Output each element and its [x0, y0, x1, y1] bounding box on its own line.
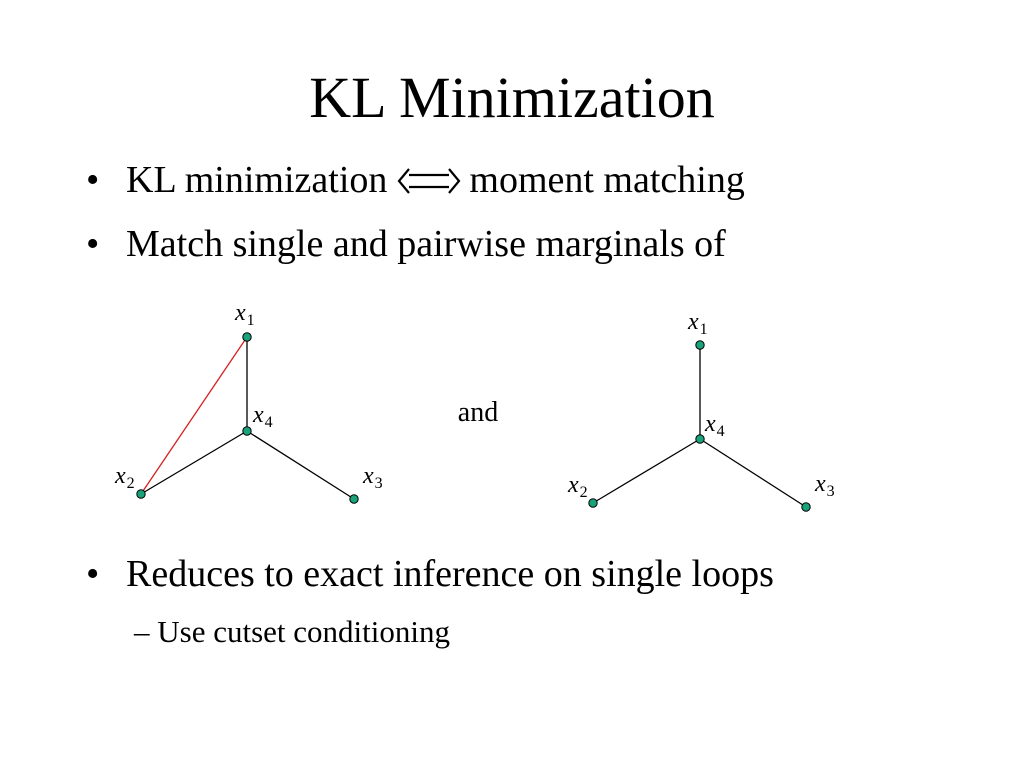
edge-x4-x3 [246, 430, 355, 500]
node-x4 [242, 426, 252, 436]
node-label-sub: 4 [265, 414, 273, 431]
node-label-var: x [234, 300, 246, 326]
node-x2 [588, 498, 598, 508]
node-label-x1: x1 [687, 309, 708, 338]
node-x1 [242, 332, 252, 342]
bullet-marker: • [86, 553, 100, 595]
bullet-marker: • [86, 159, 100, 201]
bullet-text: Reduces to exact inference on single loo… [126, 553, 774, 595]
edge-x4-x3 [699, 438, 807, 508]
edge-x4-x2 [140, 430, 248, 495]
node-x2 [136, 489, 146, 499]
sub-bullet-cutset-conditioning: – Use cutset conditioning [134, 612, 450, 652]
node-label-sub: 2 [580, 484, 588, 501]
node-label-var: x [814, 471, 826, 497]
node-label-x3: x3 [814, 471, 835, 500]
node-x3 [801, 502, 811, 512]
slide-title: KL Minimization [309, 65, 715, 130]
node-label-var: x [687, 309, 699, 335]
node-label-x1: x1 [234, 300, 255, 329]
node-label-x4: x4 [252, 402, 273, 431]
node-x1 [695, 340, 705, 350]
node-label-var: x [704, 411, 716, 437]
node-label-x3: x3 [362, 463, 383, 492]
node-label-sub: 3 [375, 475, 383, 492]
node-label-sub: 1 [700, 321, 708, 338]
bullet-reduces-to-inference: • Reduces to exact inference on single lo… [86, 550, 774, 598]
node-label-sub: 1 [247, 312, 255, 329]
node-label-sub: 4 [717, 423, 725, 440]
bullet-text: Match single and pairwise marginals of [126, 223, 726, 265]
node-label-x2: x2 [567, 472, 588, 501]
node-x3 [349, 494, 359, 504]
bullet-marker: • [86, 223, 100, 265]
node-label-var: x [252, 402, 264, 428]
sub-bullet-text: Use cutset conditioning [157, 614, 450, 649]
and-connector-label: and [458, 397, 498, 428]
node-label-var: x [362, 463, 374, 489]
double-arrow-iff-icon [397, 168, 461, 194]
bullet-text-before: KL minimization [126, 159, 388, 201]
node-x4 [695, 434, 705, 444]
edge-x4-x2 [592, 438, 701, 504]
bullet-match-marginals: • Match single and pairwise marginals of [86, 220, 726, 268]
sub-bullet-marker: – [134, 614, 150, 649]
node-label-var: x [567, 472, 579, 498]
node-label-sub: 2 [127, 475, 135, 492]
node-label-x4: x4 [704, 411, 725, 440]
bullet-text-after: moment matching [469, 159, 745, 201]
node-label-var: x [114, 463, 126, 489]
node-label-sub: 3 [827, 483, 835, 500]
loop-edge-x1-x2 [140, 336, 248, 495]
node-label-x2: x2 [114, 463, 135, 492]
bullet-kl-moment-matching: • KL minimization moment matching [86, 156, 745, 204]
